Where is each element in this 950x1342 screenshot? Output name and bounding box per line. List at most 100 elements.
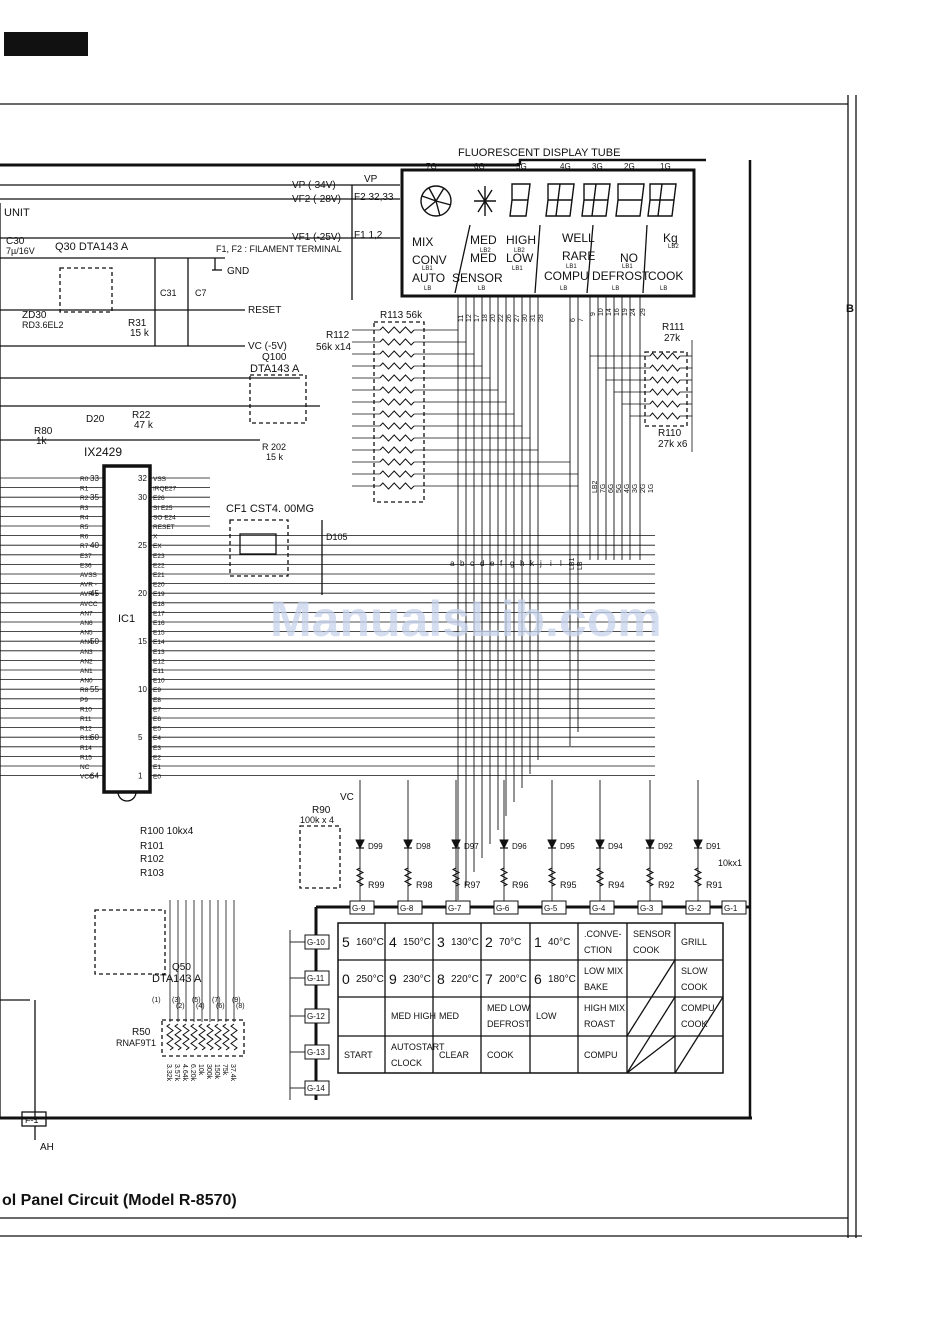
grid-box-g-8 <box>397 900 423 915</box>
segment-letter-f: f <box>500 559 503 568</box>
ic-pin-right-4: SO E24 <box>153 514 176 521</box>
r50-label: R50 <box>132 1027 151 1038</box>
r101-label: R101 <box>140 841 164 852</box>
grid-box-g-3 <box>637 900 663 915</box>
diode-d99: D99 <box>368 842 383 851</box>
r112-label: R112 <box>326 330 350 341</box>
vfd-pin-a-6: 26 <box>506 314 513 322</box>
grid-label-g-9: G-9 <box>352 904 366 913</box>
ic-pin-left-19: AN2 <box>80 658 93 665</box>
ic-pin-right-19: E12 <box>153 658 165 665</box>
vfd-tag-lb1-c: LB1 <box>566 264 577 270</box>
grid-label-g-5: G-5 <box>544 904 558 913</box>
key-0-0-num: 5 <box>342 934 350 950</box>
diode-d92: D92 <box>658 842 673 851</box>
r91-value: 10kx1 <box>718 858 742 868</box>
vfd-med-2: MED <box>470 251 497 265</box>
ic-pin-left-27: R13 <box>80 735 92 742</box>
key-2-3-line1: DEFROST <box>487 1019 531 1029</box>
r80-label: R80 <box>34 426 53 437</box>
key-2-7-line0: COMPU <box>681 1003 715 1013</box>
vfd-low: LOW <box>506 251 534 265</box>
ic-pin-right-30: E1 <box>153 764 161 771</box>
vfd-well: WELL <box>562 231 595 245</box>
segment-letter-j: j <box>539 559 542 568</box>
r202-label: R 202 <box>262 442 286 452</box>
ic-pin-num-left-64: 64 <box>90 772 99 781</box>
key-0-2-num: 3 <box>437 934 445 950</box>
lb-right-6: 2G <box>640 484 647 493</box>
cf1-label: CF1 CST4. 00MG <box>226 503 314 515</box>
vfd-rare: RARE <box>562 249 595 263</box>
ic-pin-num-left-60: 60 <box>90 733 99 742</box>
segment-letter-c: c <box>470 559 474 568</box>
key-1-4-num: 6 <box>534 971 542 987</box>
lb-right-2: 6G <box>608 484 615 493</box>
diode-d95: D95 <box>560 842 575 851</box>
vfd-pin-a-3: 18 <box>482 314 489 322</box>
ic-pin-right-20: E11 <box>153 668 164 675</box>
vfd-grid-2g: 2G <box>624 162 635 171</box>
vc-label: VC (-5V) <box>248 341 287 352</box>
vfd-high: HIGH <box>506 233 536 247</box>
key-1-7-line0: SLOW <box>681 966 708 976</box>
ic-pin-num-left-55: 55 <box>90 685 99 694</box>
ic-pin-lines <box>0 477 655 776</box>
ic-pin-left-21: AN0 <box>80 678 93 685</box>
ic-pin-right-12: E19 <box>153 591 165 598</box>
r90-value: 100k x 4 <box>300 815 334 825</box>
key-3-1-line0: AUTOSTART <box>391 1042 445 1052</box>
key-1-2-temp: 220°C <box>451 974 479 985</box>
r80-value: 1k <box>36 436 48 447</box>
r50-pin-1: (2) <box>176 1003 185 1010</box>
key-1-2-num: 8 <box>437 971 445 987</box>
grid-box-g-5 <box>541 900 567 915</box>
key-2-5-line0: HIGH MIX <box>584 1003 625 1013</box>
ic-pin-left-13: AVCC <box>80 601 98 608</box>
vfd-pin-a-11: 6 <box>570 318 577 322</box>
r50-pin-7: (8) <box>236 1003 245 1010</box>
vp-label: VP (-34V) <box>292 180 336 191</box>
f1-label: F1 1,2 <box>354 230 383 241</box>
key-1-3-temp: 200°C <box>499 974 527 985</box>
lb-right-5: 3G <box>632 484 639 493</box>
diode-symbols <box>355 839 703 850</box>
vfd-no: NO <box>620 251 638 265</box>
key-2-4-line0: LOW <box>536 1011 557 1021</box>
ic-pin-right-18: E13 <box>153 649 165 656</box>
vf2-label: VF2 (-28V) <box>292 194 341 205</box>
c31-label: C31 <box>160 288 177 298</box>
vfd-cook: COOK <box>648 269 683 283</box>
ic-pin-right-26: E5 <box>153 726 161 733</box>
lb-right-4: 4G <box>624 484 631 493</box>
r50-value-0: 3.32k <box>165 1064 172 1082</box>
key-0-3-num: 2 <box>485 934 493 950</box>
r50-value-3: 6.20k <box>189 1064 196 1082</box>
r50-value-7: 75k <box>221 1064 228 1076</box>
r50-type: RNAF9T1 <box>116 1038 156 1048</box>
vfd-pin-a-8: 30 <box>522 314 529 322</box>
ic-pin-left-29: R15 <box>80 754 92 761</box>
vfd-title: FLUORESCENT DISPLAY TUBE <box>458 147 620 159</box>
key-1-0-temp: 250°C <box>356 974 384 985</box>
ic-pin-right-28: E3 <box>153 745 161 752</box>
ic-pin-right-16: E15 <box>153 630 165 637</box>
key-2-5-line1: ROAST <box>584 1019 616 1029</box>
r110-value: 27k x6 <box>658 439 688 450</box>
lb-right-3: 5G <box>616 484 623 493</box>
segment-letter-d: d <box>480 559 484 568</box>
ic-pin-num-right-5: 5 <box>138 733 143 742</box>
ic-pin-left-25: R11 <box>80 716 92 723</box>
lb-right-7: 1G <box>648 484 655 493</box>
resistor-r97: R97 <box>464 880 481 890</box>
vc-label-2: VC <box>340 792 354 803</box>
vfd-tag-lb2: LB2 <box>480 248 491 254</box>
f2-label: F2 32,33 <box>354 192 394 203</box>
ic-pin-num-right-10: 10 <box>138 685 147 694</box>
resistor-r96: R96 <box>512 880 529 890</box>
vfd-tag-lb: LB <box>424 286 431 292</box>
vfd-pin-a-0: 11 <box>458 315 465 322</box>
ic-pin-left-0: R0 <box>80 476 89 483</box>
grid-label-g-11: G-11 <box>307 974 325 983</box>
r31-value: 15 k <box>130 328 150 339</box>
